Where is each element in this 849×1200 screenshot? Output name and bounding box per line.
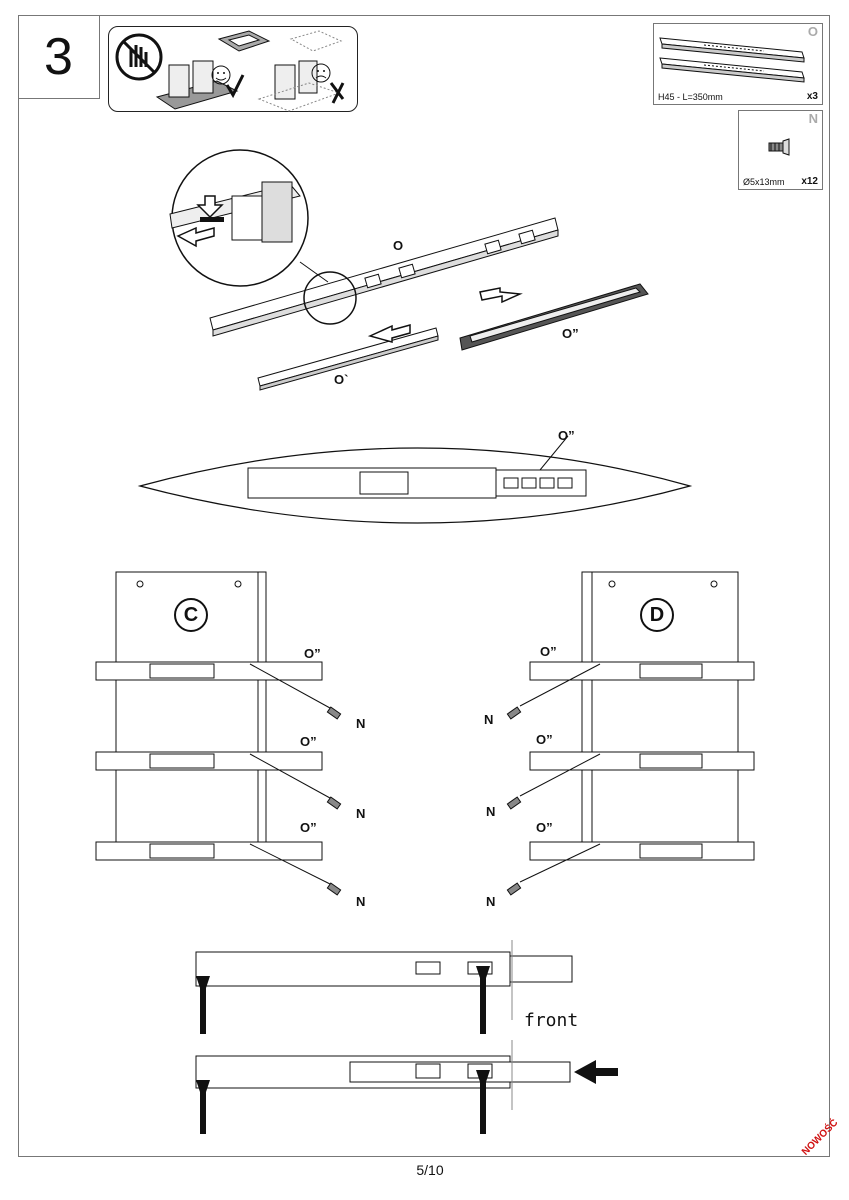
rail-outer <box>459 283 649 351</box>
page-frame <box>18 15 830 1157</box>
page-number: 5/10 <box>416 1162 444 1178</box>
part-screw-quantity: x12 <box>801 176 818 187</box>
rail-closed <box>195 940 573 1020</box>
warning-illustration <box>115 30 345 112</box>
box-on-mat-good <box>155 30 271 110</box>
screw-icon <box>768 138 790 156</box>
warning-pictogram <box>108 26 358 112</box>
screw-mark-c2: N <box>356 806 366 821</box>
happy-face-icon <box>211 65 231 85</box>
screw-mark-c1: N <box>356 716 366 731</box>
screw-mark-d3: N <box>486 894 496 909</box>
part-rail-spec: H45 - L=350mm <box>658 92 723 102</box>
arrow-left-icon <box>367 324 411 343</box>
push-arrow-icon <box>196 195 224 219</box>
screw-mark-d2: N <box>486 804 496 819</box>
label-rail-inner: O` <box>334 372 349 387</box>
part-screw-spec: Ø5x13mm <box>743 177 785 187</box>
rail-mark-c1: O” <box>304 646 321 661</box>
release-lever-detail <box>169 149 329 287</box>
rail-mark-d2: O” <box>536 732 553 747</box>
part-rail-box: O H45 - L=350mm x3 <box>653 23 823 105</box>
side-d-rails <box>519 661 755 883</box>
label-rail-o: O <box>393 238 404 253</box>
arrow-right-icon <box>479 287 523 304</box>
screw-mark-d1: N <box>484 712 494 727</box>
part-screw-letter: N <box>808 111 818 126</box>
push-arrow-icon <box>574 1060 618 1084</box>
rail-extended <box>195 1040 618 1134</box>
part-rail-quantity: x3 <box>806 91 818 102</box>
label-rail-outer: O” <box>562 326 579 341</box>
front-mounting-detail <box>195 940 618 1134</box>
rail-mark-d3: O” <box>536 820 553 835</box>
side-c-label: C <box>174 598 208 632</box>
cabinet-sides <box>95 571 755 896</box>
side-c-rails <box>95 661 331 885</box>
rail-mark-c3: O” <box>300 820 317 835</box>
cross-mark-icon <box>329 82 345 104</box>
check-mark-icon <box>225 74 245 99</box>
sad-face-icon <box>311 63 331 83</box>
step-number: 3 <box>18 15 100 99</box>
screw-mark-c3: N <box>356 894 366 909</box>
screw-icon <box>326 706 522 896</box>
rail-detail-lens <box>137 435 693 524</box>
rail-mark-d1: O” <box>540 644 557 659</box>
part-screw-box: N Ø5x13mm x12 <box>738 110 823 190</box>
rail-mark-c2: O” <box>300 734 317 749</box>
rail-pair-icon <box>659 37 805 83</box>
no-hand-icon <box>115 33 163 81</box>
arrow-up-icon <box>196 966 490 1034</box>
part-rail-letter: O <box>807 24 818 39</box>
front-label: front <box>524 1010 579 1031</box>
rail-inner <box>257 327 439 391</box>
label-rail-outer-detail: O” <box>558 428 575 443</box>
rail-o <box>209 217 559 337</box>
rail-separation-illustration <box>137 149 693 524</box>
step-number-text: 3 <box>44 27 73 86</box>
side-d-label: D <box>640 598 674 632</box>
